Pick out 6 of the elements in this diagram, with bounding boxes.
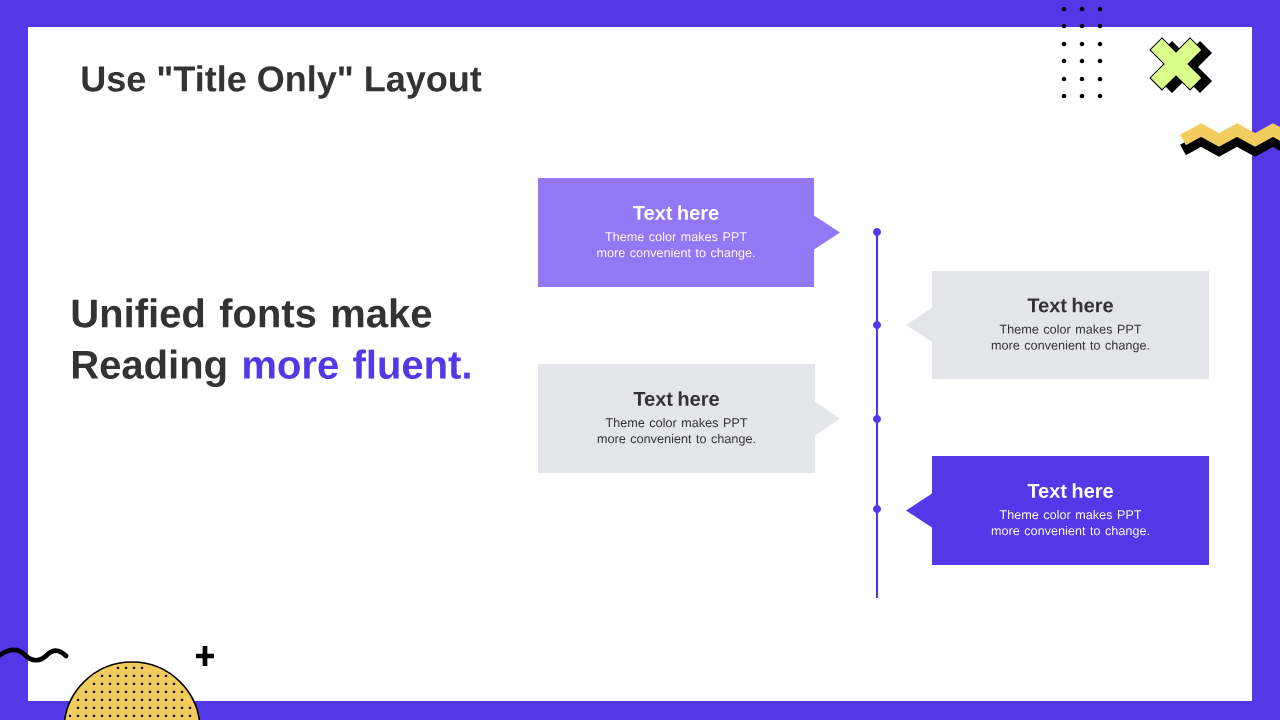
headline-text: Unified fonts make Reading more fluent.	[72, 298, 470, 388]
callout-box: Text here Theme color makes PPT more convenient to change.	[538, 177, 840, 288]
callout-box: Text here Theme color makes PPT more convenient to change.	[538, 363, 840, 473]
callout-box: Text here Theme color makes PPT more convenient to change.	[906, 455, 1210, 566]
callout-box: Text here Theme color makes PPT more convenient to change.	[906, 271, 1210, 379]
slide-title: Use "Title Only" Layout	[82, 65, 482, 99]
